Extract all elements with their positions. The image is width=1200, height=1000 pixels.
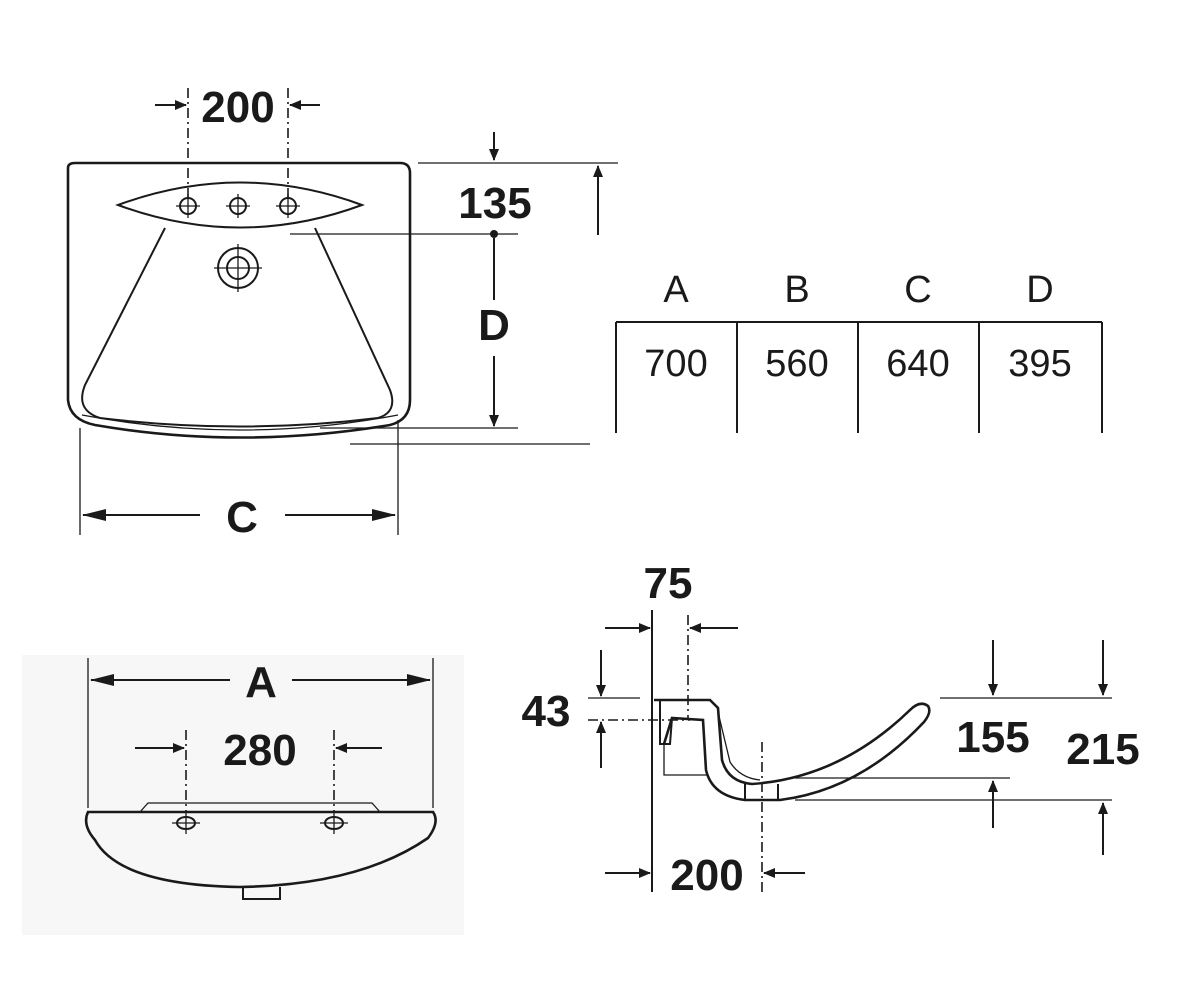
waste-offset-label: 200: [670, 851, 743, 900]
back-rim-profile: [659, 700, 673, 745]
tap-hole-center: [226, 194, 250, 218]
bowl-inner-curve: [717, 711, 761, 781]
table-header-b: B: [784, 269, 809, 311]
depth-d-label: D: [478, 301, 510, 350]
hole-left-front: [172, 812, 200, 834]
depth-to-taps-label: 135: [458, 179, 531, 228]
total-height-label: 215: [1066, 725, 1139, 774]
base-profile: [663, 744, 708, 776]
basin-profile-side: [654, 698, 931, 802]
table-value-d: 395: [1008, 343, 1071, 385]
bowl-depth-label: 155: [956, 713, 1029, 762]
rim-height-label: 43: [522, 687, 571, 736]
table-value-b: 560: [765, 343, 828, 385]
waste-stub: [744, 784, 779, 800]
hole-spacing-label: 280: [223, 726, 296, 775]
deck-edge: [139, 802, 381, 813]
table-header-d: D: [1026, 269, 1053, 311]
table-header-a: A: [663, 269, 689, 311]
side-view: 75 43 155 215 200: [522, 559, 1140, 900]
length-a-label: A: [245, 658, 277, 707]
basin-outline-top: [66, 161, 412, 439]
waste-outlet: [242, 887, 281, 900]
basin-outline-front: [84, 810, 437, 889]
tap-spacing-label: 200: [201, 83, 274, 132]
bowl-inner-top: [81, 227, 394, 428]
front-rim-line: [81, 414, 399, 431]
hole-right-front: [320, 812, 348, 834]
drain-hole: [214, 244, 262, 292]
table-value-a: 700: [644, 343, 707, 385]
width-c-label: C: [226, 493, 258, 542]
dimension-table: A B C D 700 560 640 395: [615, 269, 1103, 433]
rim-offset-label: 75: [644, 559, 693, 608]
tap-deck: [115, 181, 365, 229]
front-view: A 280: [22, 655, 464, 935]
table-value-c: 640: [886, 343, 949, 385]
table-header-c: C: [904, 269, 931, 311]
top-view: 200 135 D C: [66, 83, 618, 542]
